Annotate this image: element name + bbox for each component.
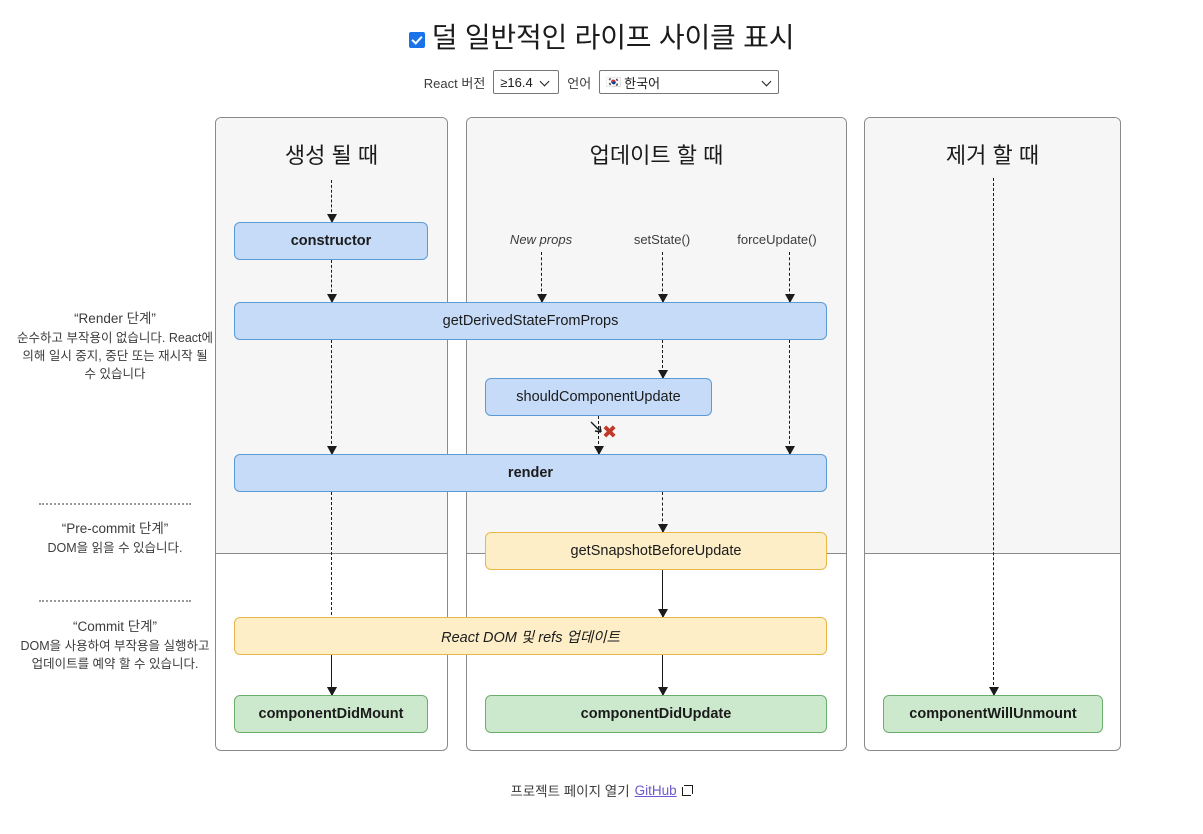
chevron-down-icon	[763, 78, 772, 87]
korea-flag-icon: 🇰🇷	[606, 75, 621, 89]
chevron-down-icon	[541, 78, 550, 87]
react-version-value: ≥16.4	[500, 74, 533, 90]
unmounting-column: 제거 할 때	[864, 117, 1121, 751]
box-component-will-unmount[interactable]: componentWillUnmount	[883, 695, 1103, 733]
legend-precommit-phase-body: DOM을 읽을 수 있습니다.	[47, 541, 183, 555]
external-link-icon	[681, 784, 693, 796]
arrow-to-constructor	[326, 180, 337, 223]
footer-text: 프로젝트 페이지 열기	[510, 784, 630, 799]
arrow-reactdom-to-componentdidmount	[326, 655, 337, 696]
legend-render-phase-body: 순수하고 부작용이 없습니다. React에 의해 일시 중지, 중단 또는 재…	[16, 331, 214, 381]
legend-divider	[39, 600, 191, 602]
legend-precommit-phase: “Pre-commit 단계” DOM을 읽을 수 있습니다.	[16, 517, 214, 558]
footer: 프로젝트 페이지 열기 GitHub	[0, 780, 1203, 800]
unmounting-column-title: 제거 할 때	[945, 143, 1040, 168]
legend-render-phase: “Render 단계” 순수하고 부작용이 없습니다. React에 의해 일시…	[16, 307, 214, 383]
page-title-row: 덜 일반적인 라이프 사이클 표시	[0, 22, 1203, 54]
arrow-scu-to-render	[593, 416, 604, 455]
arrow-newprops-to-gdsfp	[536, 252, 547, 303]
box-render[interactable]: render	[234, 454, 827, 492]
updating-column-title: 업데이트 할 때	[589, 143, 724, 168]
arrow-gdsfp-to-render-mount	[326, 340, 337, 455]
box-component-did-update[interactable]: componentDidUpdate	[485, 695, 827, 733]
box-component-did-mount[interactable]: componentDidMount	[234, 695, 428, 733]
arrow-render-to-gsbu	[657, 492, 668, 533]
arrow-gdsfp-to-scu	[657, 340, 668, 379]
trigger-set-state: setState()	[633, 232, 691, 247]
github-link[interactable]: GitHub	[634, 782, 677, 798]
react-version-label: React 버전	[423, 75, 486, 91]
react-version-select[interactable]: ≥16.4	[493, 70, 560, 94]
language-label: 언어	[567, 75, 592, 91]
arrow-forceupdate-to-gdsfp	[784, 252, 795, 303]
legend-commit-phase: “Commit 단계” DOM을 사용하여 부작용을 실행하고 업데이트를 예약…	[16, 615, 214, 674]
language-select[interactable]: 🇰🇷 한국어	[599, 70, 780, 94]
legend-commit-phase-body: DOM을 사용하여 부작용을 실행하고 업데이트를 예약 할 수 있습니다.	[20, 639, 210, 671]
arrow-setstate-to-gdsfp	[657, 252, 668, 303]
arrow-constructor-to-gdsfp	[326, 260, 337, 303]
arrow-to-componentwillunmount	[988, 178, 999, 696]
arrow-forceupdate-to-render	[784, 340, 795, 455]
legend-render-phase-title: “Render 단계”	[74, 311, 156, 326]
box-react-dom-and-refs-update: React DOM 및 refs 업데이트	[234, 617, 827, 655]
trigger-new-props: New props	[509, 232, 573, 247]
legend-divider	[39, 503, 191, 505]
mounting-column-title: 생성 될 때	[284, 143, 379, 168]
legend-precommit-phase-title: “Pre-commit 단계”	[61, 521, 169, 536]
trigger-force-update: forceUpdate()	[737, 232, 817, 247]
page-title: 덜 일반적인 라이프 사이클 표시	[431, 22, 795, 53]
box-should-component-update[interactable]: shouldComponentUpdate	[485, 378, 712, 416]
box-constructor[interactable]: constructor	[234, 222, 428, 260]
legend-commit-phase-title: “Commit 단계”	[72, 619, 158, 634]
skip-update-x-icon: ✖	[602, 422, 618, 442]
controls-row: React 버전 ≥16.4 언어 🇰🇷 한국어	[0, 70, 1203, 94]
render-phase-shade	[865, 118, 1120, 554]
skip-branch-arrow-icon	[590, 421, 602, 433]
arrow-gsbu-to-reactdom	[657, 570, 668, 618]
box-get-snapshot-before-update[interactable]: getSnapshotBeforeUpdate	[485, 532, 827, 570]
box-get-derived-state-from-props[interactable]: getDerivedStateFromProps	[234, 302, 827, 340]
language-value: 한국어	[624, 75, 661, 91]
show-less-common-lifecycles-checkbox[interactable]	[408, 31, 425, 48]
arrow-reactdom-to-componentdidupdate	[657, 655, 668, 696]
